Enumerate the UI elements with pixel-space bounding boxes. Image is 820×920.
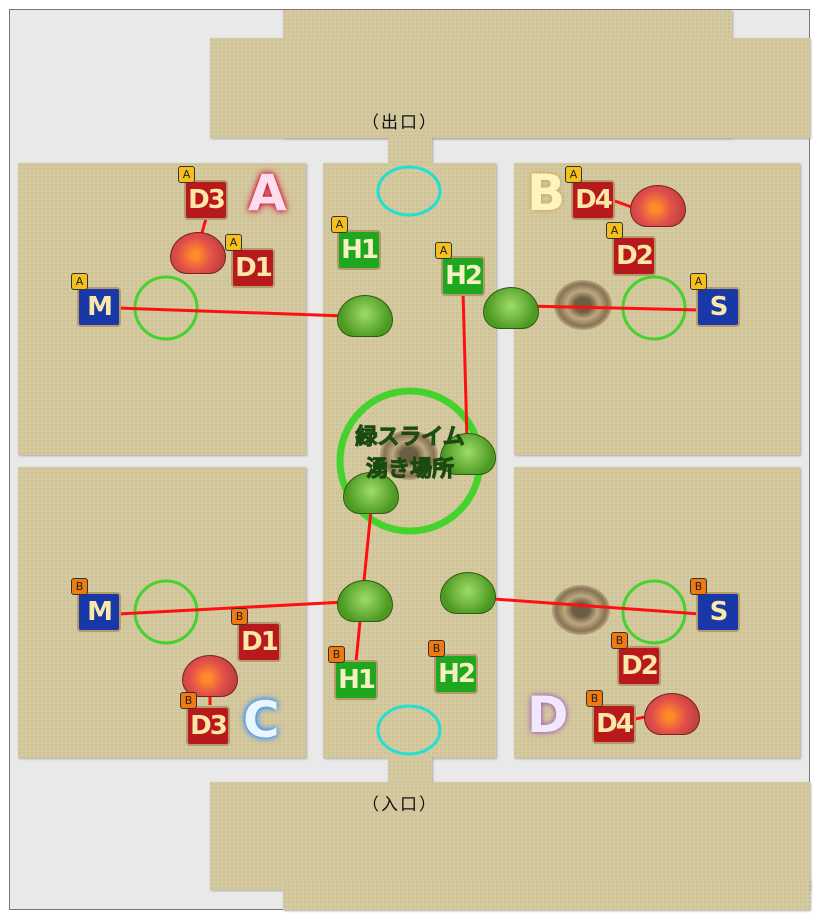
- marker-a-h1[interactable]: A H1: [331, 216, 381, 270]
- marker-tag: B: [428, 640, 445, 657]
- red-slime: [630, 185, 686, 227]
- marker-b-h1[interactable]: B H1: [328, 646, 378, 700]
- marker-tag: A: [225, 234, 242, 251]
- marker-tag: B: [690, 578, 707, 595]
- marker-a-d3[interactable]: A D3: [178, 166, 228, 220]
- marker-label: D4: [596, 709, 634, 739]
- symbol-b: B: [527, 164, 566, 222]
- marker-b-d2[interactable]: B D2: [611, 632, 661, 686]
- marker-label: D1: [235, 253, 273, 283]
- marker-tag: A: [178, 166, 195, 183]
- marker-label: D3: [188, 185, 226, 215]
- spawn-label-line1: 緑スライム: [355, 425, 466, 451]
- teleport-gear-center: [380, 430, 438, 480]
- marker-tag: B: [231, 608, 248, 625]
- symbol-d: D: [527, 686, 569, 744]
- marker-tag: A: [331, 216, 348, 233]
- green-slime: [343, 472, 399, 514]
- marker-label: D3: [190, 711, 228, 741]
- marker-label: D2: [616, 241, 654, 271]
- marker-tag: A: [71, 273, 88, 290]
- red-slime: [644, 693, 700, 735]
- marker-tag: B: [586, 690, 603, 707]
- green-slime: [337, 295, 393, 337]
- marker-label: H2: [438, 659, 476, 689]
- spawn-label-line2: 湧き場所: [365, 457, 454, 483]
- green-slime: [337, 580, 393, 622]
- room-bottom-left: [18, 467, 306, 758]
- green-slime: [440, 433, 496, 475]
- exit-area-wide: [210, 38, 810, 138]
- marker-tag: A: [435, 242, 452, 259]
- marker-b-d3[interactable]: B D3: [180, 692, 230, 746]
- exit-circle: [376, 165, 442, 217]
- exit-label: （出口）: [362, 113, 438, 133]
- marker-tag: B: [71, 578, 88, 595]
- route-line: [479, 596, 701, 616]
- exit-corridor: [388, 136, 432, 166]
- marker-label: S: [709, 292, 729, 322]
- marker-label: H2: [445, 261, 483, 291]
- marker-label: M: [87, 597, 113, 627]
- entrance-circle: [376, 704, 442, 756]
- marker-b-d4[interactable]: B D4: [586, 690, 636, 744]
- marker-tag: B: [611, 632, 628, 649]
- marker-label: H1: [338, 665, 376, 695]
- marker-label: H1: [341, 235, 379, 265]
- marker-b-d1[interactable]: B D1: [231, 608, 281, 662]
- entrance-label: （入口）: [362, 795, 438, 815]
- red-slime: [170, 232, 226, 274]
- marker-label: D1: [241, 627, 279, 657]
- marker-a-h2[interactable]: A H2: [435, 242, 485, 296]
- spawn-label: 緑スライム湧き場所: [335, 422, 485, 486]
- marker-a-d1[interactable]: A D1: [225, 234, 275, 288]
- entrance-area: [210, 782, 810, 890]
- marker-tag: A: [690, 273, 707, 290]
- entrance-corridor: [388, 756, 432, 784]
- symbol-c: C: [243, 691, 280, 749]
- marker-tag: A: [565, 166, 582, 183]
- marker-a-d4[interactable]: A D4: [565, 166, 615, 220]
- symbol-a: A: [248, 164, 287, 222]
- marker-a-d2[interactable]: A D2: [606, 222, 656, 276]
- route-line: [461, 289, 469, 441]
- green-slime: [483, 287, 539, 329]
- marker-tag: A: [606, 222, 623, 239]
- marker-tag: B: [328, 646, 345, 663]
- marker-label: M: [87, 292, 113, 322]
- green-slime: [440, 572, 496, 614]
- marker-tag: B: [180, 692, 197, 709]
- marker-b-h2[interactable]: B H2: [428, 640, 478, 694]
- route-line: [524, 304, 701, 312]
- teleport-gear-top-right: [554, 280, 612, 330]
- entrance-area-low: [283, 880, 810, 910]
- marker-label: S: [709, 597, 729, 627]
- marker-label: D2: [621, 651, 659, 681]
- route-line: [117, 306, 346, 318]
- red-slime: [182, 655, 238, 697]
- teleport-gear-bottom-right: [552, 585, 610, 635]
- marker-label: D4: [575, 185, 613, 215]
